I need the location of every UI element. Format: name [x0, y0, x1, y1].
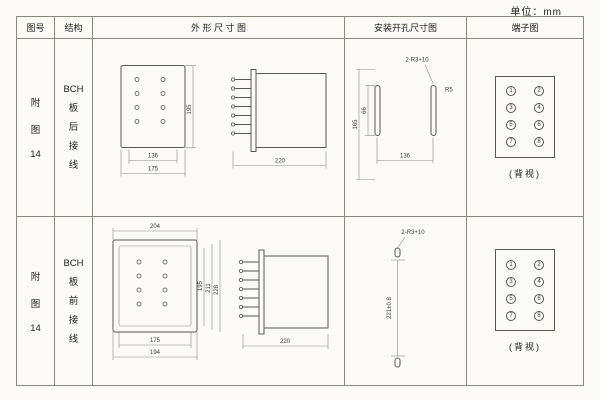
structure-line: 前: [68, 295, 79, 307]
terminal-circle: 4: [534, 103, 544, 113]
row1-outline-cell: 136 175 195: [93, 39, 345, 217]
rear-view-label: (背视): [509, 168, 541, 179]
row1-structure-cell: BCH 板 后 接 线: [55, 39, 93, 217]
row2-structure-cell: BCH 板 前 接 线: [55, 217, 93, 385]
row1-fig-cell: 附 图 14: [17, 39, 55, 217]
dim-175: 175: [150, 338, 161, 344]
terminal-circle: 2: [534, 259, 544, 270]
side-view: [230, 69, 327, 152]
row2-terminal-cell: 1 3 5 7 2 4 6 8 (背视): [467, 217, 583, 385]
structure-line: 板: [68, 103, 79, 114]
terminal-circle: 5: [506, 293, 516, 304]
structure-line: 线: [68, 160, 79, 171]
side-view: [238, 249, 329, 335]
terminal-column-left: 1 3 5 7: [506, 86, 516, 147]
dim-136: 136: [148, 154, 159, 160]
structure-line: 接: [68, 314, 79, 326]
row2-outline-cell: 204 175 194: [93, 217, 345, 385]
terminal-block: 1 3 5 7 2 4 6 8: [495, 75, 555, 158]
terminal-circle: 8: [534, 310, 544, 321]
outline-drawing-rear-wiring: 136 175 195: [120, 65, 327, 177]
structure-line: 接: [68, 141, 79, 152]
row2-fig-cell: 附 图 14: [17, 217, 55, 385]
row1-mount-cell: 2-R3+10 R5 165 66 136: [345, 39, 467, 217]
terminal-circle: 2: [534, 86, 544, 96]
row2-mount-cell: 2-R3+10 221±0.8: [345, 217, 467, 385]
dim-211: 211: [206, 283, 212, 293]
structure-line: BCH: [63, 84, 84, 95]
fig-line: 14: [30, 322, 41, 334]
hole-note: 2-R3+10: [405, 58, 429, 64]
terminal-pins-front: [134, 77, 166, 124]
spec-table: 图号 结构 外 形 尺 寸 图 安装开孔尺寸图 端子图 附 图 14 BCH 板…: [16, 16, 584, 386]
hole-note: 2-R3+10: [401, 230, 425, 236]
header-structure: 结构: [55, 17, 93, 39]
structure-line: 板: [68, 276, 79, 288]
rear-view-label: (背视): [509, 342, 541, 352]
dim-204: 204: [150, 224, 161, 230]
terminal-circle: 3: [506, 103, 516, 113]
terminal-circle: 8: [534, 137, 544, 147]
header-mount-dims: 安装开孔尺寸图: [345, 17, 467, 39]
terminal-circle: 1: [506, 86, 516, 96]
dim-195: 195: [187, 104, 193, 115]
dim-136: 136: [400, 154, 411, 160]
terminal-circle: 6: [534, 120, 544, 130]
terminal-circle: 7: [506, 137, 516, 147]
dim-220: 220: [280, 339, 291, 345]
dim-175: 175: [148, 167, 159, 173]
terminal-circle: 3: [506, 276, 516, 287]
terminal-block: 1 3 5 7 2 4 6 8: [495, 249, 555, 331]
dim-165: 165: [353, 119, 359, 130]
terminal-circle: 4: [534, 276, 544, 287]
row1-terminal-cell: 1 3 5 7 2 4 6 8 (背视): [467, 39, 583, 217]
mounting-hole-drawing-rear: 2-R3+10 R5 165 66 136: [353, 58, 453, 180]
mounting-hole-drawing-front: 2-R3+10 221±0.8: [387, 230, 425, 368]
dim-194: 194: [150, 350, 161, 356]
header-terminal-diagram: 端子图: [467, 17, 583, 39]
terminal-circle: 1: [506, 259, 516, 270]
structure-label: BCH 板 前 接 线: [63, 258, 83, 345]
terminal-circle: 7: [506, 310, 516, 321]
fig-line: 14: [30, 149, 41, 160]
fig-line: 附: [30, 271, 41, 283]
structure-line: 后: [68, 122, 79, 133]
header-fig-no: 图号: [17, 17, 55, 39]
dim-195: 195: [198, 280, 204, 291]
structure-label: BCH 板 后 接 线: [63, 84, 83, 171]
unit-label: 单位：mm: [510, 7, 562, 18]
terminal-column-left: 1 3 5 7: [506, 259, 516, 321]
fig-line: 图: [30, 125, 41, 136]
fig-number: 附 图 14: [30, 95, 41, 160]
terminal-circle: 6: [534, 293, 544, 304]
outline-drawing-front-wiring: 204 175 194: [112, 224, 329, 360]
fig-number: 附 图 14: [30, 269, 41, 334]
terminal-pins-front: [136, 259, 168, 307]
header-outline-dims: 外 形 尺 寸 图: [93, 17, 345, 39]
fig-line: 附: [30, 98, 41, 109]
terminal-column-right: 2 4 6 8: [534, 86, 544, 147]
dim-221: 221±0.8: [387, 297, 393, 319]
dim-228: 228: [214, 284, 220, 295]
structure-line: 线: [68, 333, 79, 345]
fig-line: 图: [30, 298, 41, 310]
terminal-column-right: 2 4 6 8: [534, 259, 544, 321]
structure-line: BCH: [63, 257, 84, 269]
radius-note: R5: [445, 88, 453, 94]
dim-220: 220: [275, 159, 286, 165]
dim-66: 66: [362, 107, 368, 114]
terminal-circle: 5: [506, 120, 516, 130]
